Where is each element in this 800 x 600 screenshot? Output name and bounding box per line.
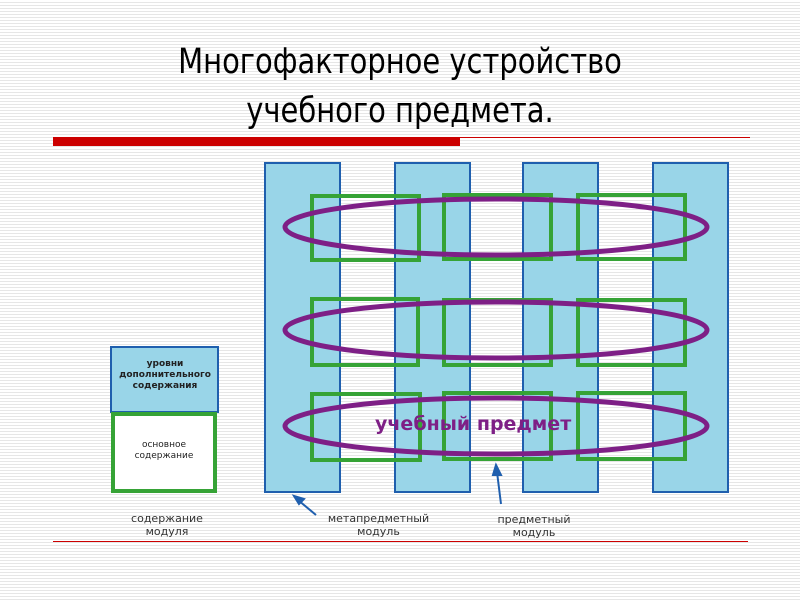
content-boxes xyxy=(310,193,687,462)
title-underline-thick xyxy=(53,137,460,146)
content-box xyxy=(442,391,553,461)
content-box xyxy=(576,193,687,261)
content-box xyxy=(310,297,420,367)
subject-ellipses xyxy=(282,196,710,457)
slide-title-line1: Многофакторное устройство xyxy=(178,42,622,82)
legend-basic-box xyxy=(111,412,217,493)
legend-basic-label: основное содержание xyxy=(134,440,194,461)
content-box xyxy=(310,194,421,262)
content-box xyxy=(310,392,422,462)
arrow-head-icon xyxy=(491,462,503,476)
content-box xyxy=(576,391,687,461)
legend-caption: содержание модуля xyxy=(131,512,203,538)
subject-column xyxy=(522,162,599,493)
arrows xyxy=(291,462,503,516)
content-box xyxy=(442,193,553,261)
legend-additional-box xyxy=(110,346,219,413)
metasubject-module-label: метапредметный модуль xyxy=(327,512,430,538)
subject-ellipse xyxy=(282,395,710,457)
arrow-head-icon xyxy=(291,494,306,506)
legend-additional-label: уровни дополнительного содержания xyxy=(119,359,211,391)
subject-column xyxy=(394,162,471,493)
content-box xyxy=(576,298,687,367)
subject-ellipse xyxy=(282,299,710,361)
slide-title-line2: учебного предмета. xyxy=(246,91,554,131)
subject-label: учебный предмет xyxy=(375,413,572,435)
arrow-subject xyxy=(496,471,502,505)
legend-boxes xyxy=(110,346,219,493)
subject-ellipse xyxy=(282,196,710,258)
subject-module-label: предметный модуль xyxy=(497,513,571,539)
